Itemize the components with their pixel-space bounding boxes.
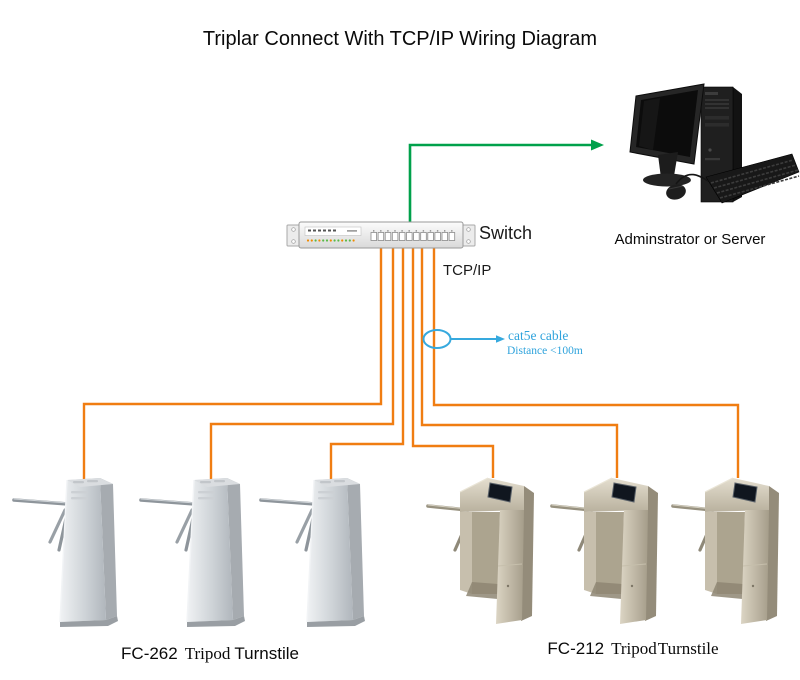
turnstile-fc212-2: [550, 476, 660, 626]
cable-note-line1: cat5e cable: [508, 328, 569, 343]
right-group-label: FC-212 TripodTurnstile: [478, 639, 788, 659]
pc-keyboard: [705, 153, 800, 204]
switch-led-strip: [306, 239, 355, 242]
cable-note-line2: Distance <100m: [507, 345, 583, 357]
cable-run-2: [209, 248, 395, 479]
left-type-word2: Turnstile: [234, 644, 299, 663]
turnstile-fc262-1: [12, 476, 120, 629]
right-model-number: FC-212: [547, 639, 605, 658]
network-switch-device: [286, 221, 476, 249]
cable-runs: [82, 248, 740, 479]
switch-plate-print: [308, 229, 357, 232]
mouse-cord: [675, 173, 709, 185]
diagram-title: Triplar Connect With TCP/IP Wiring Diagr…: [202, 28, 598, 50]
right-type-word2: Turnstile: [657, 639, 719, 658]
turnstile-fc212-1: [426, 476, 536, 626]
admin-computer-device: [629, 83, 800, 204]
right-type-word1: Tripod: [611, 639, 657, 658]
cable-run-4: [411, 248, 495, 478]
left-type-word1: Tripod: [184, 644, 231, 663]
turnstile-fc262-2: [139, 476, 247, 629]
arrow-head-icon: [496, 335, 505, 343]
protocol-label: TCP/IP: [443, 262, 492, 279]
turnstile-fc212-3: [671, 476, 781, 626]
cable-ellipse-marker: [422, 329, 452, 349]
cable-run-5: [420, 248, 619, 478]
cable-run-1: [82, 248, 383, 479]
left-model-number: FC-262: [121, 644, 178, 663]
switch-port-row: [370, 230, 456, 241]
switch-label: Switch: [479, 223, 533, 243]
turnstile-fc262-3: [259, 476, 367, 629]
computer-label: Adminstrator or Server: [614, 231, 766, 248]
cable-run-3: [329, 248, 405, 479]
cat5e-callout: [422, 329, 505, 349]
arrow-head-icon: [591, 139, 604, 151]
cable-run-6: [432, 248, 740, 478]
uplink-cable-arrow: [408, 139, 604, 223]
